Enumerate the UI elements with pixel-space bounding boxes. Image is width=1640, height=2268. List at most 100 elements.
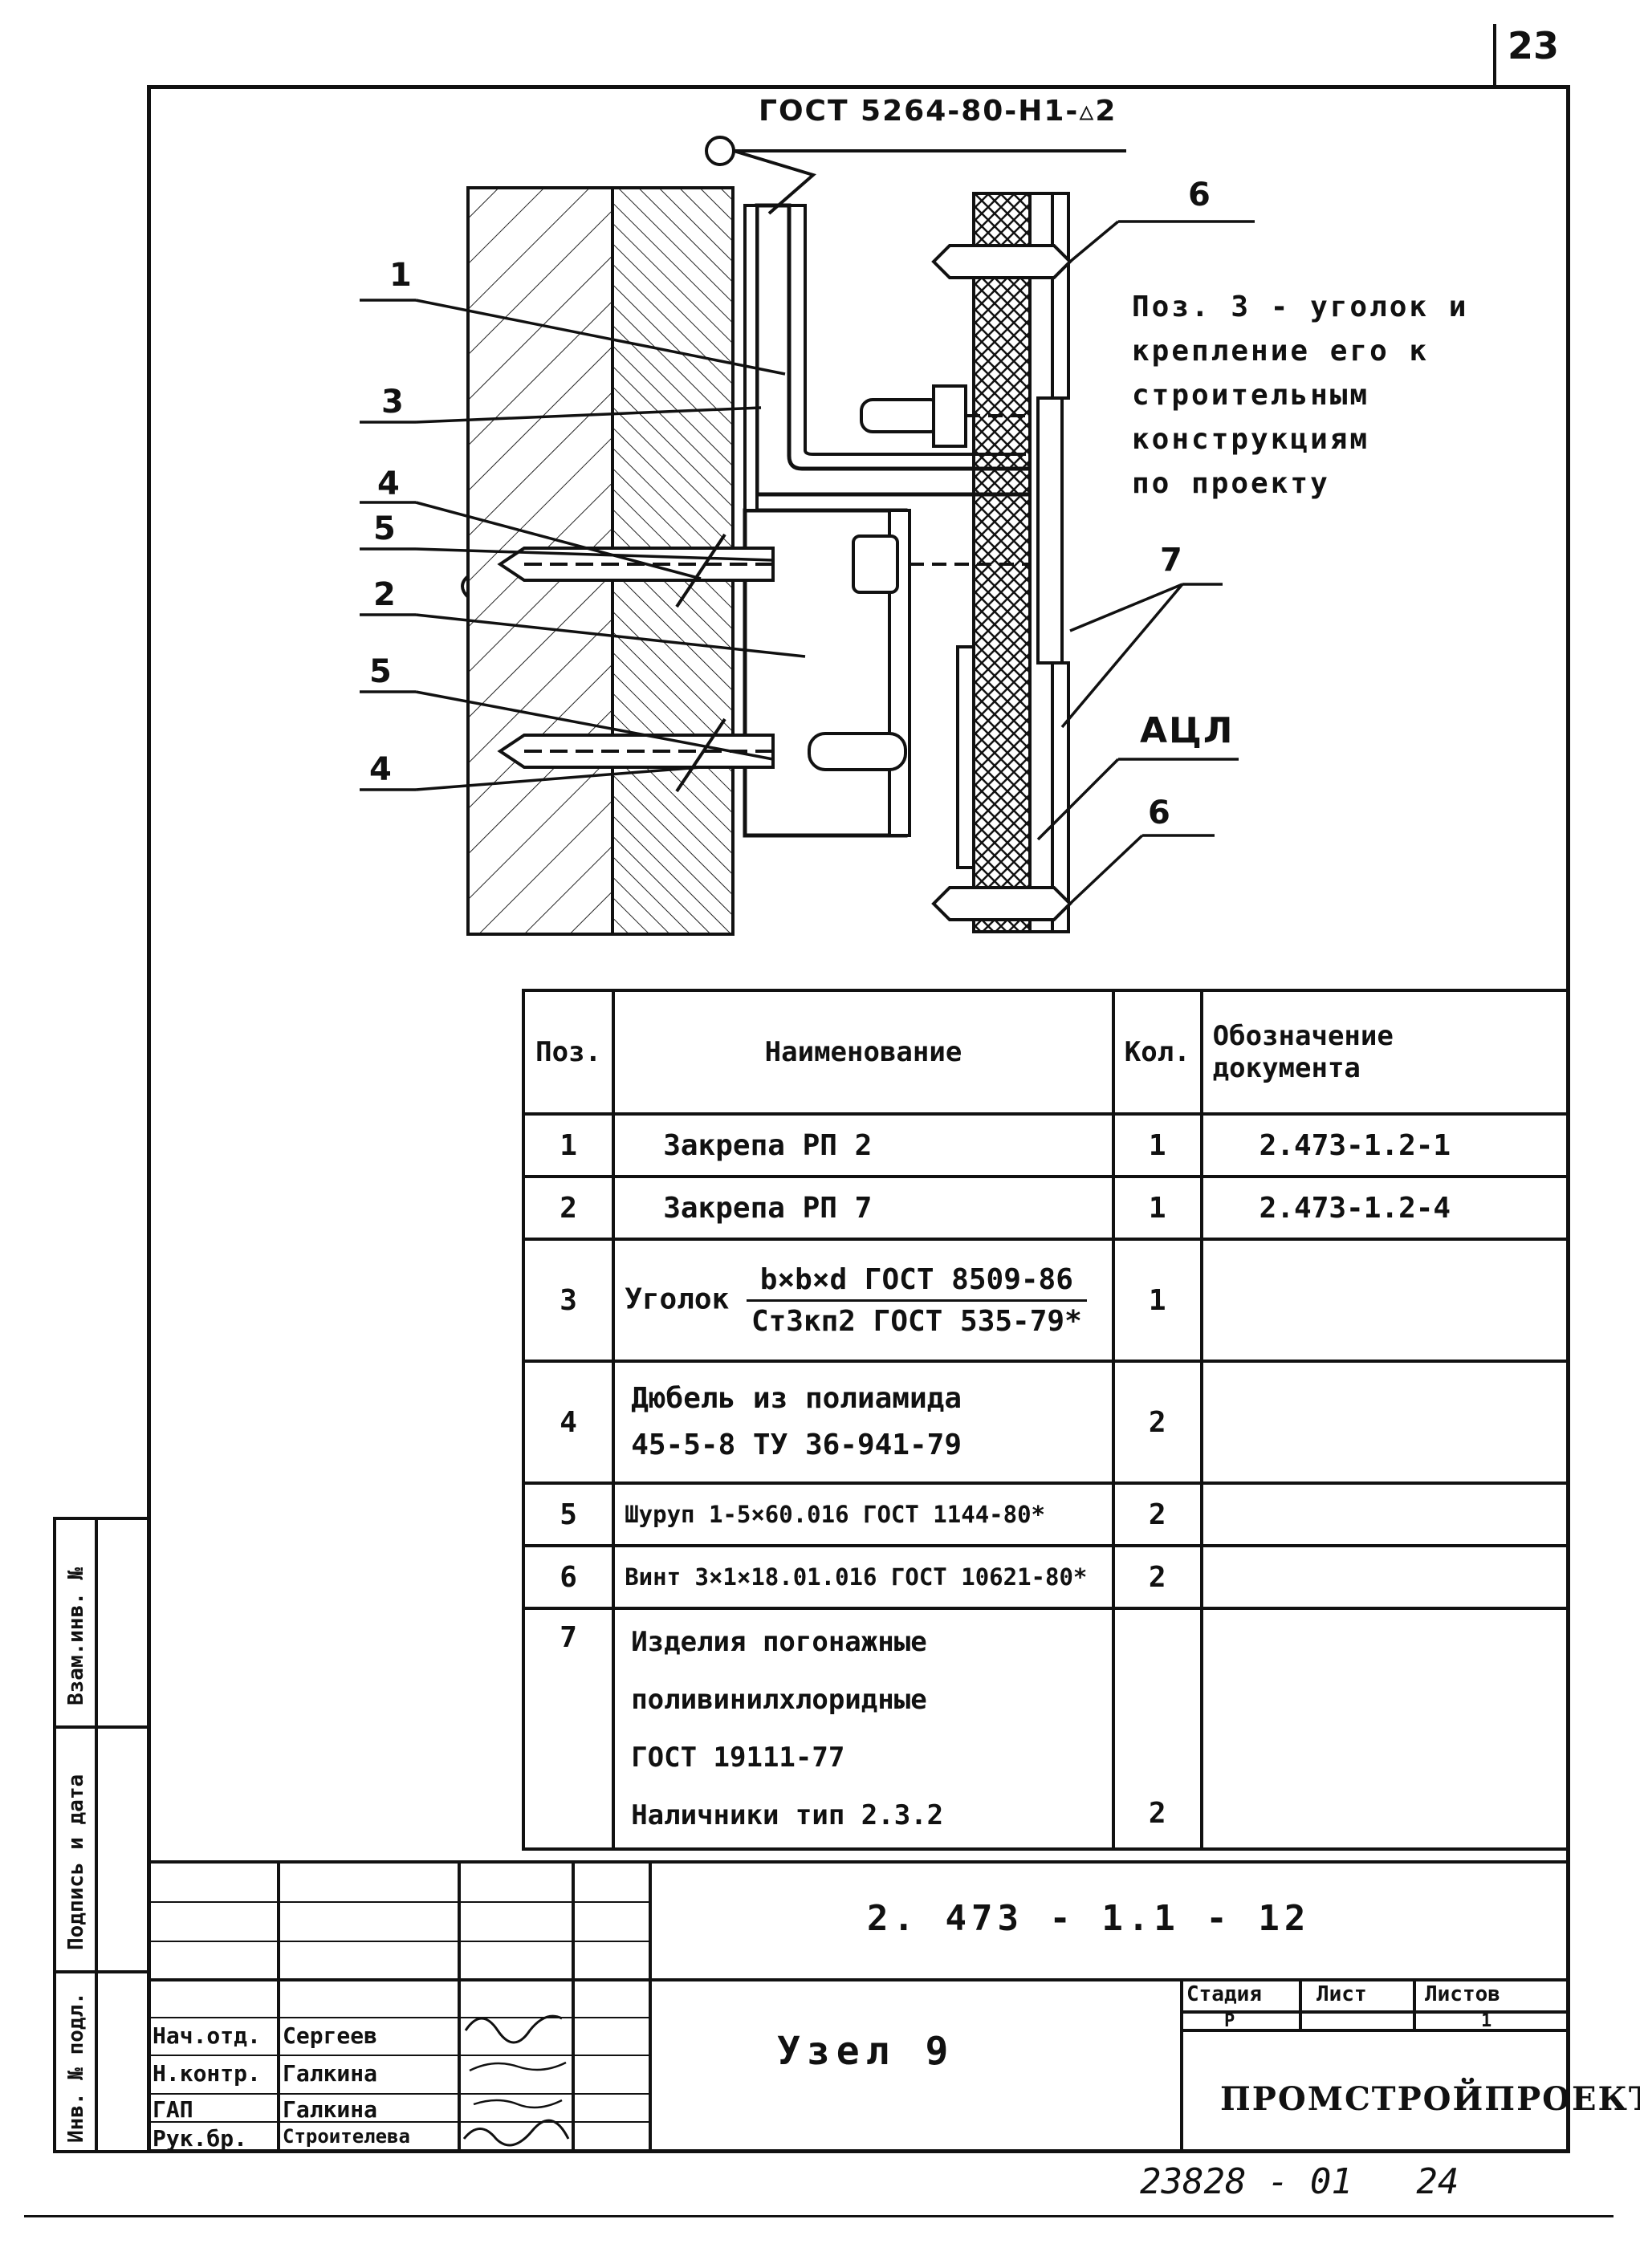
row-name: Закрепа РП 2 xyxy=(612,1112,1115,1178)
note-line-2: крепление его к xyxy=(1132,335,1430,368)
sheets-value: 1 xyxy=(1481,2011,1492,2031)
side-strip-divider-2 xyxy=(53,1970,147,1973)
row-name-fraction: b×b×d ГОСТ 8509-86 Ст3кп2 ГОСТ 535-79* xyxy=(746,1263,1087,1338)
signer-name-2: Галкина xyxy=(283,2060,378,2087)
stage-hline-1 xyxy=(1180,2010,1570,2014)
callout-5-upper: 5 xyxy=(373,510,397,547)
table-row: 4 Дюбель из полиамида 45-5-8 ТУ 36-941-7… xyxy=(521,1360,1571,1485)
tb-vline-2 xyxy=(458,1860,461,2153)
note-line-3: строительным xyxy=(1132,379,1370,412)
side-label-vzam: Взам.инв. № xyxy=(64,1567,88,1705)
row-name-line-1: Дюбель из полиамида xyxy=(631,1382,962,1415)
angle-inner xyxy=(789,204,1026,456)
table-row: 1 Закрепа РП 2 1 2.473-1.2-1 xyxy=(521,1112,1571,1178)
row-qty: 2 xyxy=(1111,1482,1203,1547)
row-name-line-2: поливинилхлоридные xyxy=(631,1684,927,1716)
header-name: Наименование xyxy=(612,989,1115,1116)
drawing-note: Поз. 3 - уголок и крепление его к строит… xyxy=(1132,285,1468,506)
table-row: 7 Изделия погонажные поливинилхлоридные … xyxy=(521,1607,1571,1851)
row-name: Дюбель из полиамида 45-5-8 ТУ 36-941-79 xyxy=(612,1360,1115,1485)
row-qty: 1 xyxy=(1111,1238,1203,1363)
signer-role-4: Рук.бр. xyxy=(153,2125,248,2152)
row-name: Закрепа РП 7 xyxy=(612,1175,1115,1241)
assembly-drawing xyxy=(360,136,1255,936)
row-qty: 2 xyxy=(1111,1544,1203,1610)
row-name-line-4: Наличники тип 2.3.2 xyxy=(631,1799,944,1831)
table-row: 2 Закрепа РП 7 1 2.473-1.2-4 xyxy=(521,1175,1571,1241)
footer-line xyxy=(24,2215,1614,2217)
wall-break-mark xyxy=(461,575,470,599)
header-qty: Кол. xyxy=(1111,989,1203,1116)
doc-code: 2. 473 - 1.1 - 12 xyxy=(867,1898,1311,1939)
callout-3: 3 xyxy=(381,384,405,421)
note-line-5: по проекту xyxy=(1132,467,1330,500)
spec-header-row: Поз. Наименование Кол. Обозначение докум… xyxy=(521,989,1571,1116)
callout-7: 7 xyxy=(1160,542,1184,579)
row-doc xyxy=(1199,1544,1571,1610)
panel-core xyxy=(972,192,1032,933)
callout-acl: АЦЛ xyxy=(1140,710,1235,751)
sheets-label: Листов xyxy=(1425,1982,1500,2006)
row-qty: 2 xyxy=(1111,1360,1203,1485)
tb-top-line xyxy=(147,1860,1570,1864)
stage-vline-2 xyxy=(1299,1978,1302,2029)
signer-name-1: Сергеев xyxy=(283,2022,378,2049)
row-qty: 1 xyxy=(1111,1175,1203,1241)
tb-grid-h4 xyxy=(147,2055,649,2056)
row-name: Шуруп 1-5×60.016 ГОСТ 1144-80* xyxy=(612,1482,1115,1547)
callout-4-upper: 4 xyxy=(377,465,401,502)
signer-role-1: Нач.отд. xyxy=(153,2022,261,2049)
stage-vline-3 xyxy=(1413,1978,1416,2029)
row-pos: 6 xyxy=(521,1544,616,1610)
tb-grid-h2 xyxy=(147,1941,649,1942)
row-doc: 2.473-1.2-1 xyxy=(1199,1112,1571,1178)
signatures xyxy=(462,2014,570,2147)
stage-label: Стадия xyxy=(1186,1982,1262,2006)
stud-strip xyxy=(956,645,975,869)
callout-1: 1 xyxy=(389,257,413,294)
screw-bottom xyxy=(931,886,1072,921)
header-pos: Поз. xyxy=(521,989,616,1116)
closure-1 xyxy=(743,204,759,512)
footer-number: 23828 - 01 24 xyxy=(1140,2161,1459,2202)
row-pos: 2 xyxy=(521,1175,616,1241)
header-doc: Обозначение документа xyxy=(1199,989,1571,1116)
weld-symbol xyxy=(705,136,735,166)
tb-grid-h5 xyxy=(147,2093,649,2095)
bolt-upper xyxy=(860,384,1046,448)
signer-name-3: Галкина xyxy=(283,2096,378,2123)
row-pos: 3 xyxy=(521,1238,616,1363)
side-label-podpis: Подпись и дата xyxy=(64,1774,88,1950)
bolt-lower xyxy=(808,732,907,771)
callout-5-lower: 5 xyxy=(369,653,393,690)
signer-name-4: Строителева xyxy=(283,2125,410,2148)
table-row: 5 Шуруп 1-5×60.016 ГОСТ 1144-80* 2 xyxy=(521,1482,1571,1547)
organization: ПРОМСТРОЙПРОЕКТ xyxy=(1220,2080,1640,2118)
tb-grid-h3 xyxy=(147,2017,649,2018)
tb-vline-3 xyxy=(572,1860,575,2153)
leader-lines xyxy=(360,220,1255,905)
row-doc: 2.473-1.2-4 xyxy=(1199,1175,1571,1241)
weld-leader xyxy=(733,149,1126,215)
fraction-denominator: Ст3кп2 ГОСТ 535-79* xyxy=(751,1304,1082,1338)
note-line-4: конструкциям xyxy=(1132,423,1370,456)
tb-mid-line xyxy=(147,1978,1570,1981)
side-label-inv: Инв. № подл. xyxy=(64,1992,88,2143)
tb-grid-h1 xyxy=(147,1901,649,1903)
side-strip-divider-1 xyxy=(53,1725,147,1729)
stage-value: Р xyxy=(1224,2011,1235,2031)
stage-vline xyxy=(1180,1978,1183,2153)
note-line-1: Поз. 3 - уголок и xyxy=(1132,291,1469,323)
table-row: 6 Винт 3×1×18.01.016 ГОСТ 10621-80* 2 xyxy=(521,1544,1571,1610)
tb-grid-h6 xyxy=(147,2121,649,2123)
trim-mid xyxy=(1036,396,1064,665)
row-doc xyxy=(1199,1482,1571,1547)
row-qty: 2 xyxy=(1111,1607,1203,1851)
signer-role-3: ГАП xyxy=(153,2096,193,2123)
sheet-number-divider xyxy=(1493,24,1496,85)
row-pos: 4 xyxy=(521,1360,616,1485)
row-pos: 1 xyxy=(521,1112,616,1178)
tb-vline-1 xyxy=(277,1860,280,2153)
dowel-upper xyxy=(497,533,775,608)
stage-hline-2 xyxy=(1180,2029,1570,2032)
